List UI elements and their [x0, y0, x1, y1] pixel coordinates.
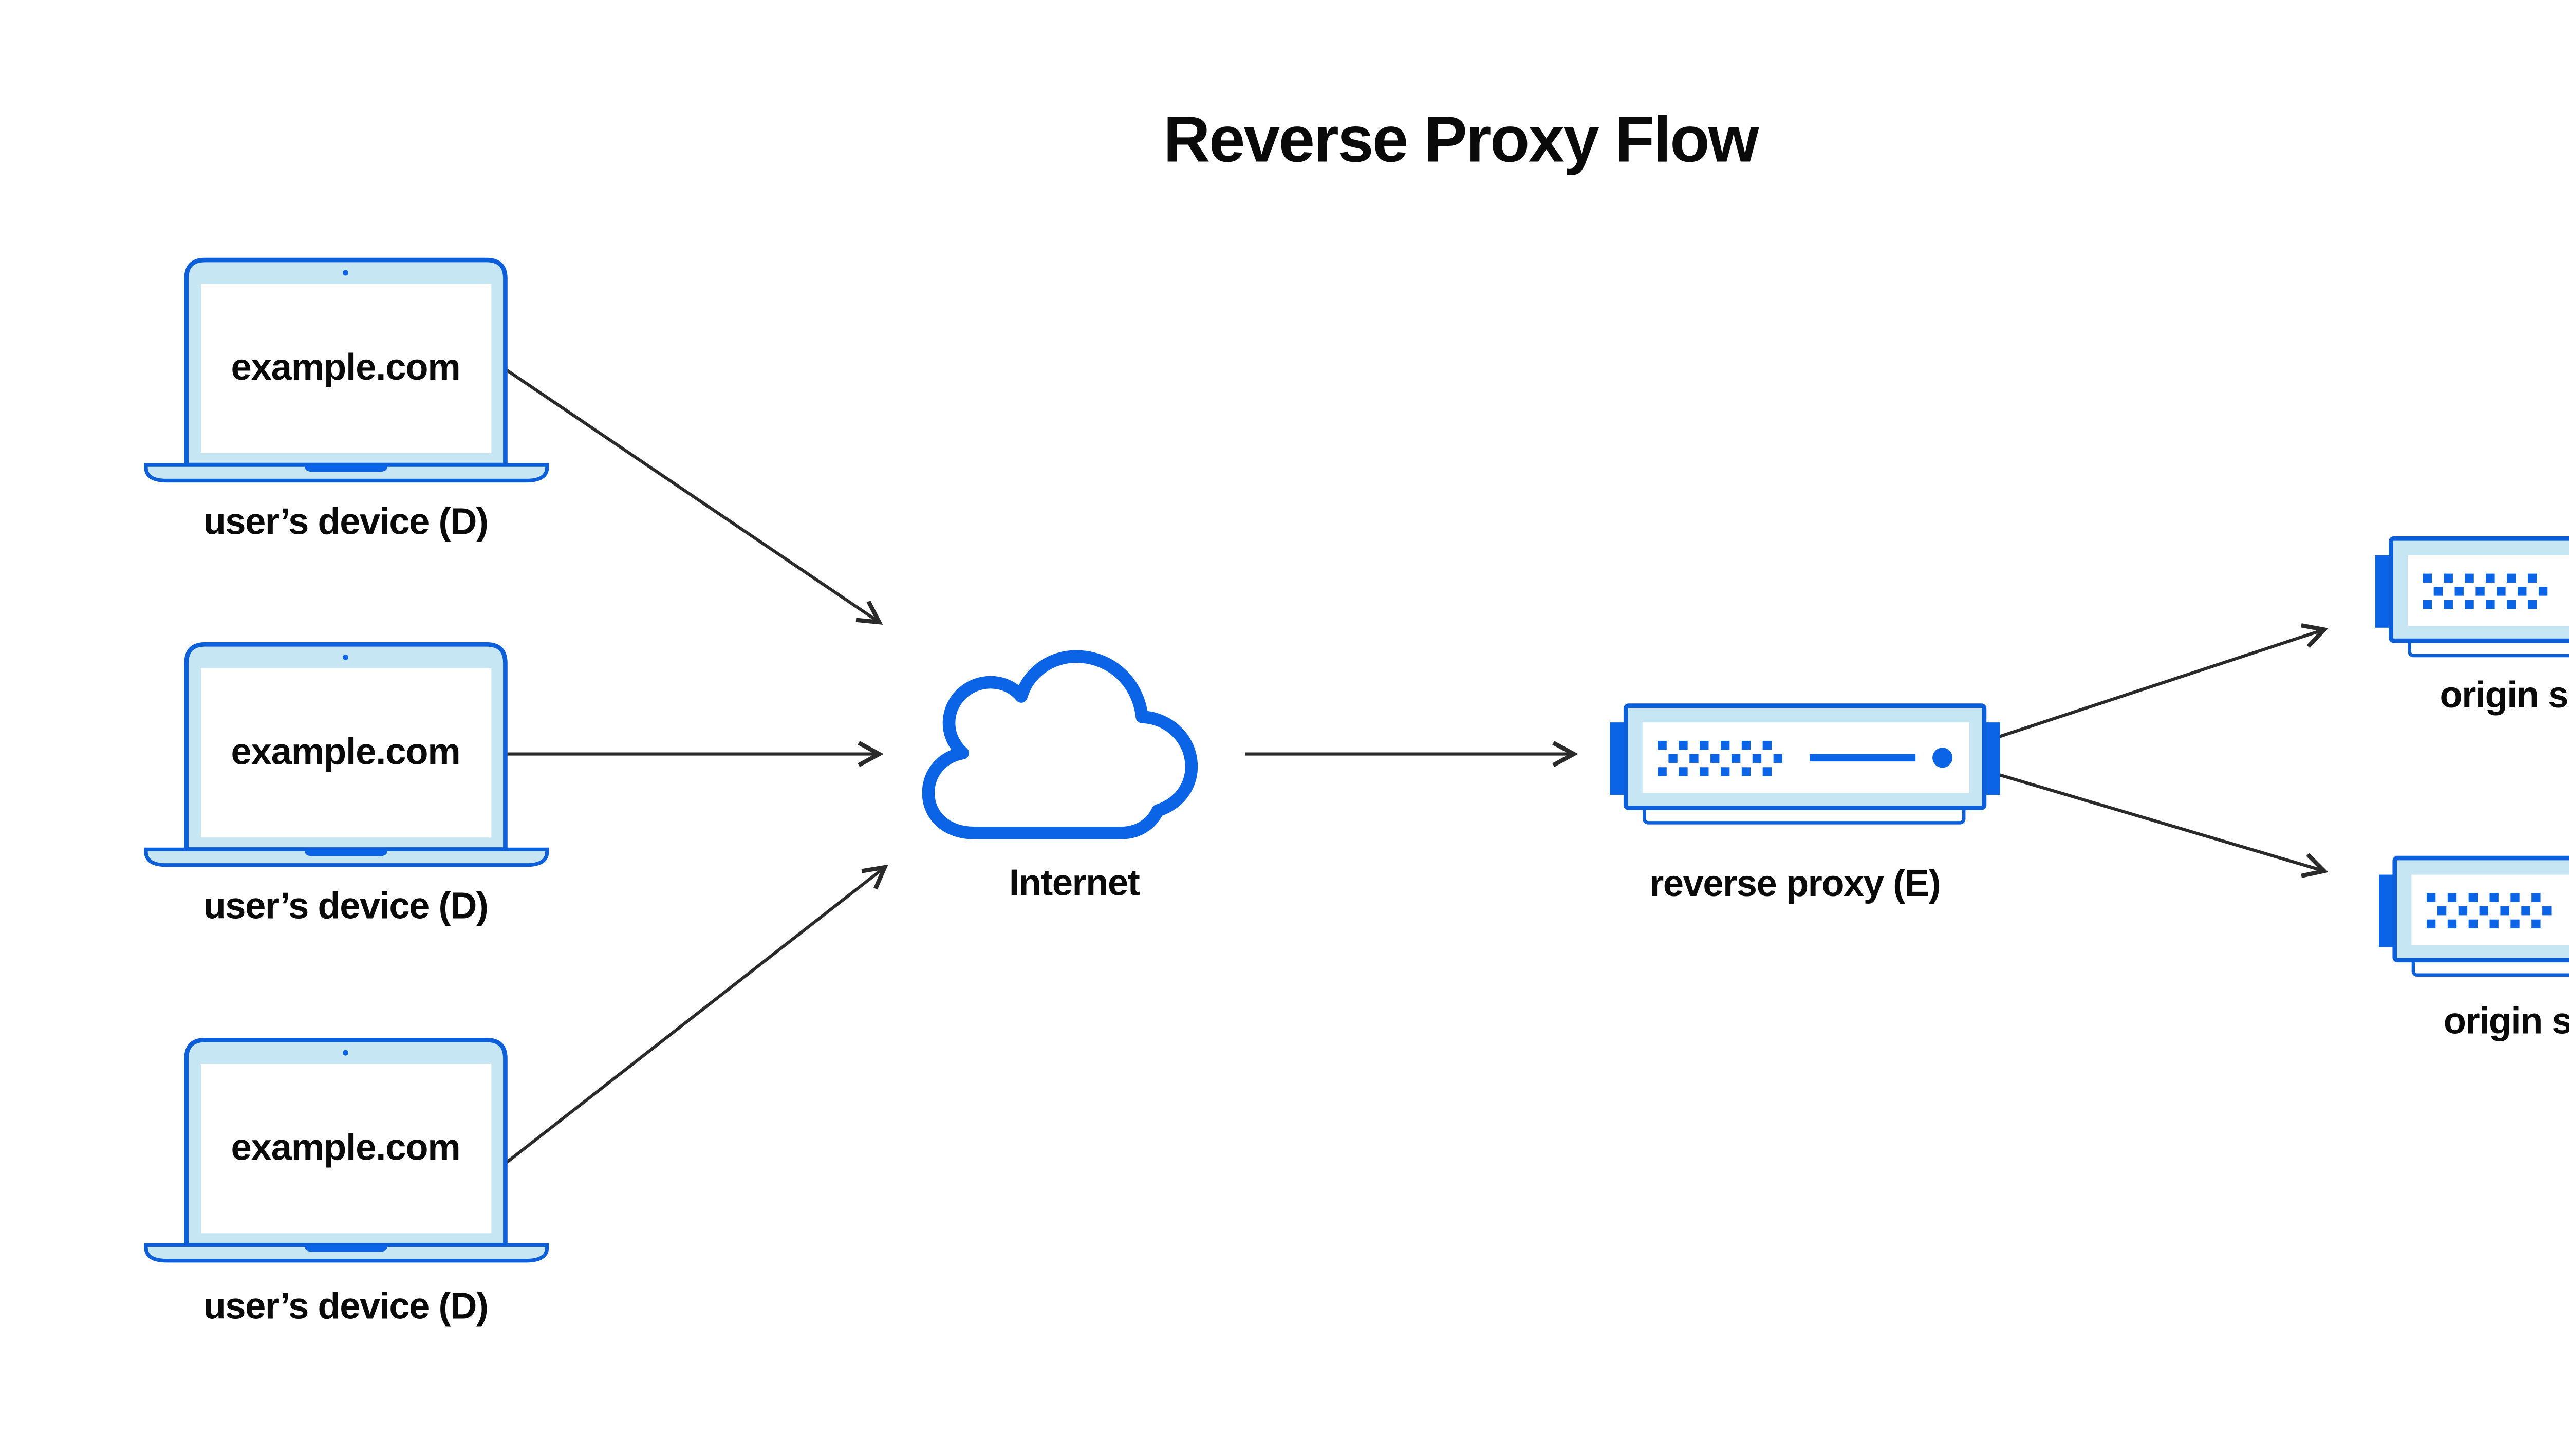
node-origin-server-1: origin server (F)	[2375, 538, 2569, 716]
server-icon	[1610, 706, 2000, 823]
node-user-device-3: example.com user’s device (D)	[146, 1040, 547, 1327]
device2-screen-text: example.com	[231, 731, 460, 772]
server-icon	[2379, 858, 2569, 975]
device1-label: user’s device (D)	[203, 501, 488, 542]
node-internet: Internet	[922, 650, 1198, 903]
arrow-proxy-to-origin2	[1991, 771, 2329, 878]
node-user-device-2: example.com user’s device (D)	[146, 644, 547, 927]
device1-screen-text: example.com	[231, 347, 460, 388]
internet-label: Internet	[1009, 862, 1140, 903]
flow-arrows	[503, 368, 2329, 1166]
arrow-device1-to-internet	[505, 368, 883, 625]
origin-server1-label: origin server (F)	[2440, 675, 2569, 716]
node-origin-server-2: origin server (F)	[2379, 858, 2569, 1042]
server-icon	[2375, 538, 2569, 656]
device2-label: user’s device (D)	[203, 886, 488, 927]
arrow-proxy-to-origin1	[1991, 623, 2329, 741]
device3-label: user’s device (D)	[203, 1286, 488, 1327]
reverse-proxy-label: reverse proxy (E)	[1649, 863, 1940, 904]
page-title: Reverse Proxy Flow	[1163, 102, 1759, 175]
cloud-icon	[922, 650, 1198, 839]
device3-screen-text: example.com	[231, 1127, 460, 1168]
node-user-device-1: example.com user’s device (D)	[146, 260, 547, 542]
origin-server2-label: origin server (F)	[2444, 1001, 2569, 1042]
node-reverse-proxy: reverse proxy (E)	[1610, 706, 2000, 904]
arrow-device3-to-internet	[503, 864, 888, 1166]
